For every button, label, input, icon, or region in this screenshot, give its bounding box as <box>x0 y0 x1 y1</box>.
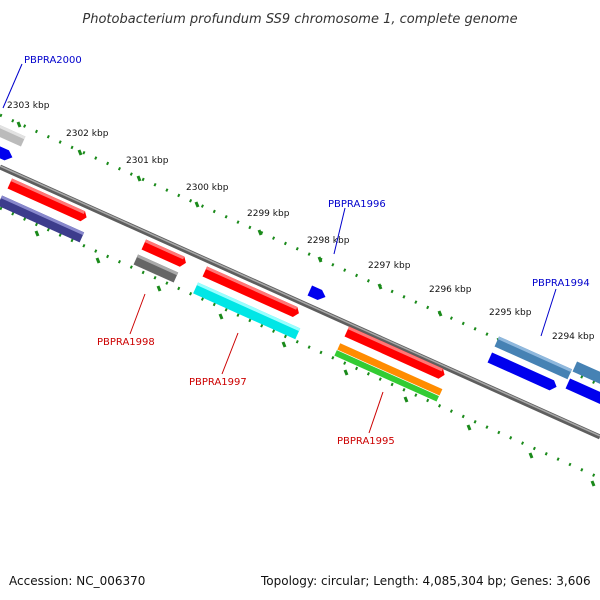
gene-feature-lightgray <box>0 122 26 147</box>
gene-feature-cyan <box>193 282 301 340</box>
gene-label-pbpra1994[interactable]: PBPRA1994 <box>532 278 590 289</box>
gene-feature-blue-small <box>0 145 13 161</box>
tick-labels: 2303 kbp 2302 kbp 2301 kbp 2300 kbp 2299… <box>7 101 595 342</box>
tick-label: 2297 kbp <box>368 261 411 271</box>
tick-label: 2303 kbp <box>7 101 50 111</box>
gene-feature-blue-small <box>307 285 326 300</box>
gene-feature-red <box>202 266 299 318</box>
label-leader-lines <box>2 63 557 434</box>
gene-labels: PBPRA2000 PBPRA1996 PBPRA1994 PBPRA1998 … <box>24 55 590 447</box>
tick-label: 2296 kbp <box>429 285 472 295</box>
tick-label: 2295 kbp <box>489 308 532 318</box>
gene-label-pbpra1996[interactable]: PBPRA1996 <box>328 199 386 210</box>
accession-text: Accession: NC_006370 <box>9 574 146 588</box>
gene-feature-navy <box>0 195 85 243</box>
gene-label-pbpra1998[interactable]: PBPRA1998 <box>97 337 155 348</box>
gene-label-pbpra1997[interactable]: PBPRA1997 <box>189 377 247 388</box>
map-title: Photobacterium profundum SS9 chromosome … <box>82 12 517 27</box>
gene-feature-red <box>7 178 87 222</box>
tick-label: 2294 kbp <box>552 332 595 342</box>
gene-feature-orange <box>337 343 443 396</box>
major-tick-marks <box>16 121 596 487</box>
gene-label-pbpra2000[interactable]: PBPRA2000 <box>24 55 82 66</box>
gene-feature-gray <box>133 254 179 283</box>
tick-label: 2298 kbp <box>307 236 350 246</box>
genome-backbone <box>0 164 600 440</box>
gene-features <box>0 122 600 405</box>
tick-label: 2301 kbp <box>126 156 169 166</box>
gene-label-pbpra1995[interactable]: PBPRA1995 <box>337 436 395 447</box>
gene-feature-steelblue <box>494 336 573 380</box>
genome-summary-text: Topology: circular; Length: 4,085,304 bp… <box>261 574 591 588</box>
tick-label: 2302 kbp <box>66 129 109 139</box>
gene-feature-blue <box>565 378 600 405</box>
gene-feature-red <box>141 239 186 267</box>
gene-feature-green <box>334 350 439 402</box>
tick-label: 2299 kbp <box>247 209 290 219</box>
gene-feature-red <box>344 326 445 379</box>
gene-feature-steelblue <box>572 361 600 388</box>
tick-label: 2300 kbp <box>186 183 229 193</box>
gene-feature-blue <box>487 352 557 391</box>
